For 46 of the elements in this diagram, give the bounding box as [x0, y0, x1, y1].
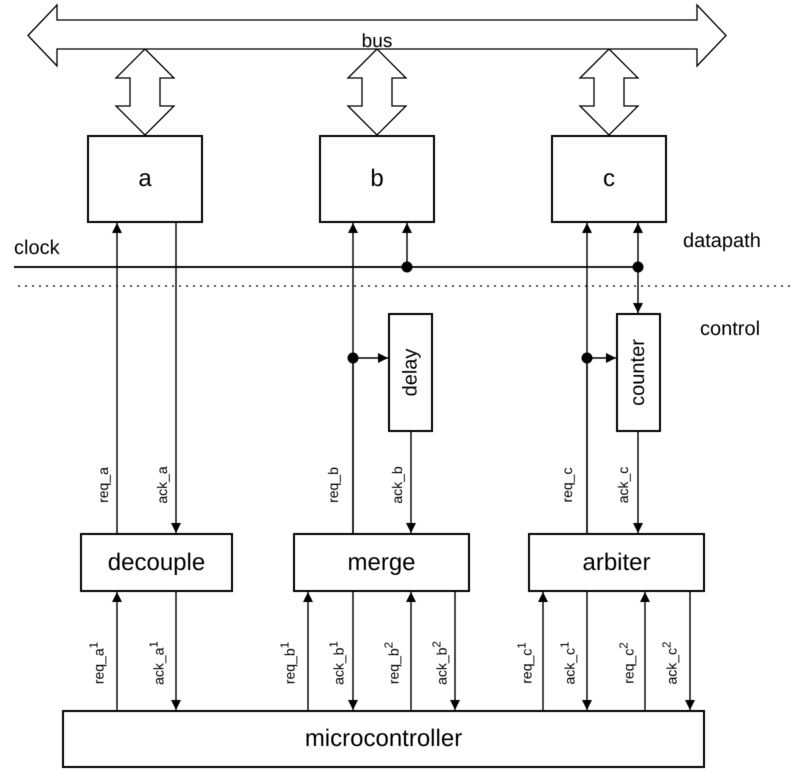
arrow [352, 353, 388, 533]
block-name: merge [347, 548, 416, 576]
block-box [62, 710, 705, 768]
block-box [319, 135, 435, 223]
block-box [87, 135, 203, 223]
signal-label: clock [14, 238, 84, 267]
arrow [450, 592, 460, 710]
arrow [406, 432, 416, 533]
block-box [80, 533, 233, 592]
arrow [14, 266, 643, 313]
arrow [171, 223, 181, 533]
arrow [112, 223, 122, 533]
block-box [616, 313, 661, 432]
arrow [685, 592, 695, 710]
block-name: arbiter [582, 548, 651, 576]
region-label: control [700, 318, 760, 341]
double-arrow [114, 48, 176, 136]
block-name: microcontroller [304, 725, 462, 753]
bus-label: bus [362, 32, 392, 51]
signal-label: req_b [326, 467, 340, 503]
arrow [171, 592, 181, 710]
arrow [303, 592, 313, 710]
double-arrow [578, 48, 640, 136]
block-name: decouple [108, 548, 206, 576]
block-box [388, 313, 433, 432]
region-label: datapath [683, 230, 761, 253]
block-name: b [370, 165, 384, 193]
block-name: a [138, 165, 152, 193]
block-box [293, 533, 470, 592]
block-name: c [603, 165, 615, 193]
arrow [538, 592, 548, 710]
arrow [586, 353, 616, 533]
arrow [406, 592, 416, 710]
signal-label: ack_c [616, 466, 630, 504]
arrow [348, 592, 358, 710]
block-name: counter [627, 339, 650, 406]
signal-label: ack_a [155, 466, 169, 504]
block-name: delay [399, 348, 422, 396]
signal-label: ack_b [390, 466, 404, 504]
double-arrow [346, 48, 408, 136]
arrow [582, 592, 592, 710]
arrow [633, 432, 643, 533]
arrow [112, 592, 122, 710]
block-box [528, 533, 705, 592]
arrow [640, 592, 650, 710]
block-box [551, 135, 667, 223]
